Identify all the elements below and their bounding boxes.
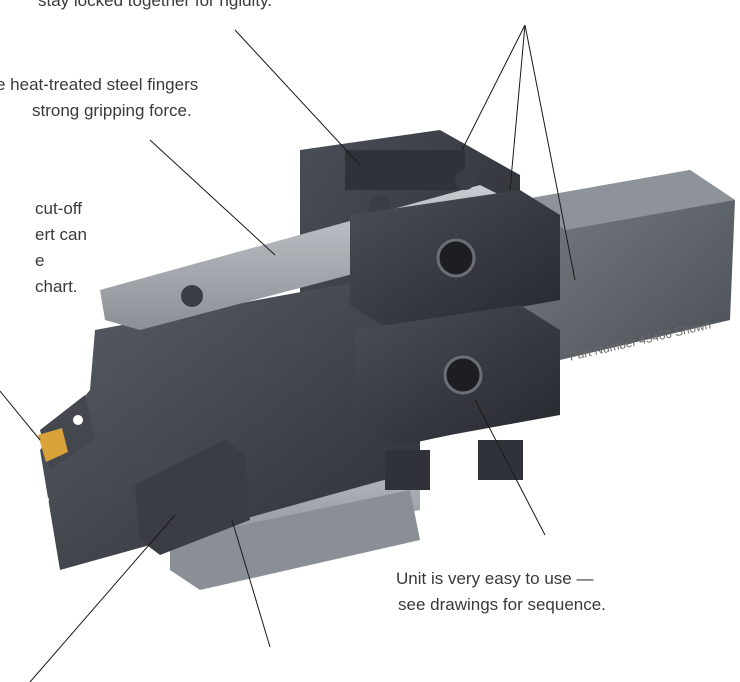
caption-cutoff-line-2: ert can: [35, 225, 87, 244]
blade-hole-upper: [73, 415, 83, 425]
caption-fingers-line-1: e heat-treated steel fingers: [0, 75, 199, 94]
leader-top-a: [461, 24, 526, 151]
blade-hole-lower: [41, 496, 49, 504]
caption-fingers: e heat-treated steel fingers strong grip…: [0, 72, 198, 124]
lower-hex-screw: [443, 355, 483, 395]
cut-off-blade: [40, 270, 420, 570]
caption-top: stay locked together for rigidity.: [38, 0, 272, 14]
caption-cutoff-line-1: cut-off: [35, 199, 82, 218]
leader-top-c: [524, 24, 576, 281]
upper-bar-screw-3: [455, 170, 475, 190]
caption-cutoff-line-4: chart.: [35, 277, 78, 296]
caption-unit-line-2: see drawings for sequence.: [398, 595, 606, 614]
carbide-insert: [38, 428, 68, 462]
upper-hex-screw: [436, 238, 476, 278]
leader-bottom-center: [231, 519, 271, 648]
rear-fingers-top: [345, 150, 465, 190]
lower-fingers-right: [478, 440, 523, 480]
caption-cutoff: cut-off ert can e chart.: [35, 196, 87, 300]
caption-cutoff-line-3: e: [35, 251, 45, 270]
leader-top-b: [509, 24, 526, 191]
caption-unit: Unit is very easy to use — see drawings …: [396, 566, 606, 618]
caption-top-line: stay locked together for rigidity.: [38, 0, 273, 10]
upper-bar-screw-1: [181, 285, 203, 307]
leader-bottom-left: [29, 514, 176, 682]
leader-top-left: [234, 29, 361, 166]
leader-lines: [0, 24, 576, 682]
leader-fingers: [149, 139, 276, 256]
leader-unit: [474, 399, 546, 536]
caption-unit-line-1: Unit is very easy to use —: [396, 569, 594, 588]
front-finger-block: [135, 440, 250, 555]
caption-fingers-line-2: strong gripping force.: [32, 101, 192, 120]
lower-bar-underside: [170, 490, 420, 590]
lower-fingers-left: [385, 450, 430, 490]
leader-cutoff: [0, 390, 41, 441]
shank-top-face: [520, 170, 735, 230]
